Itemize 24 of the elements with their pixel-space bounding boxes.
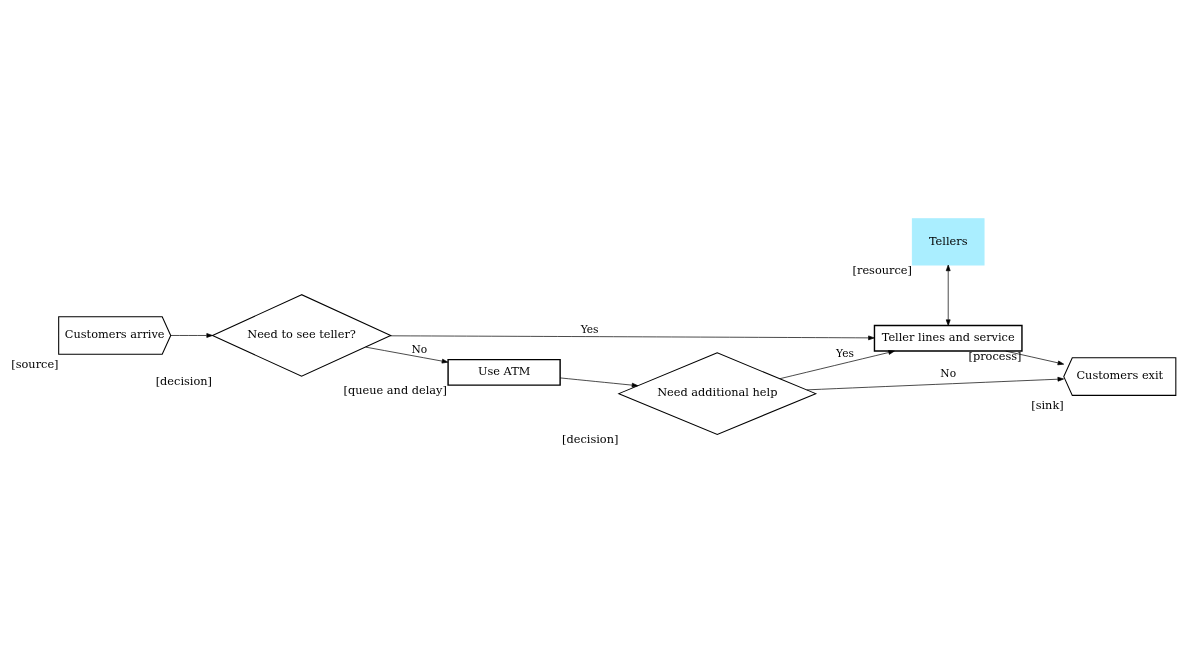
arrow bbox=[779, 350, 895, 380]
node-box: Tellers bbox=[911, 218, 985, 266]
arrow bbox=[389, 335, 875, 341]
arrow bbox=[559, 377, 639, 388]
node-label: [decision] bbox=[155, 374, 212, 389]
edge-label: No bbox=[411, 342, 428, 356]
node-label: [process] bbox=[968, 349, 1022, 364]
node-label: [decision] bbox=[562, 432, 619, 447]
node-diamond: Need additional help bbox=[617, 352, 818, 435]
arrow bbox=[170, 333, 213, 338]
arrow bbox=[365, 346, 449, 364]
arrow bbox=[806, 376, 1064, 391]
node-diamond: Need to see teller? bbox=[211, 294, 392, 377]
node-label: [resource] bbox=[852, 263, 912, 277]
edge-label: No bbox=[940, 366, 957, 380]
node-label: [sink] bbox=[1031, 397, 1064, 412]
node-label: [source] bbox=[11, 356, 59, 371]
edge-label: Yes bbox=[580, 322, 599, 336]
arrow bbox=[945, 264, 951, 326]
arrow bbox=[1005, 350, 1065, 366]
node-label: [queue and delay] bbox=[343, 383, 447, 398]
edge-label: Yes bbox=[836, 347, 854, 361]
node-box: Use ATM bbox=[447, 358, 561, 386]
node-box: Teller lines and service bbox=[873, 324, 1023, 352]
